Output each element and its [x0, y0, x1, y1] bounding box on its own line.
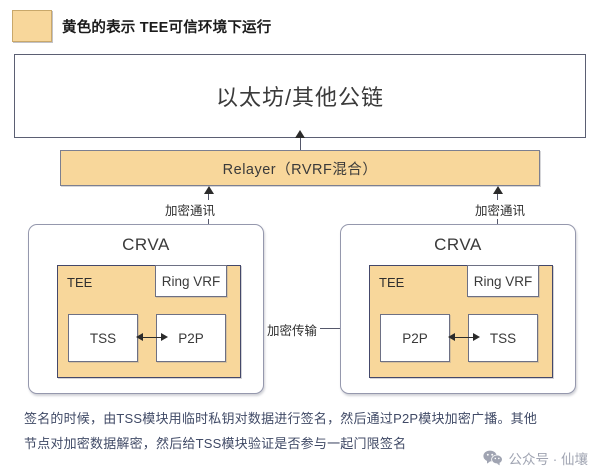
tee-label-right: TEE — [379, 275, 405, 290]
watermark: 公众号 · 仙壤 — [482, 448, 589, 468]
watermark-text: 公众号 · 仙壤 — [508, 452, 589, 467]
public-chain-label: 以太坊/其他公链 — [215, 85, 385, 110]
relayer-label: Relayer（RVRF混合） — [222, 161, 378, 178]
p2p-box-left: P2P — [156, 314, 226, 362]
connector-left-ringvrf-to-relayer-arrow — [203, 186, 214, 194]
relayer-box: Relayer（RVRF混合） — [60, 150, 540, 186]
tee-box-right: TEE Ring VRF P2P TSS — [369, 265, 553, 378]
caption-line-1: 签名的时候，由TSS模块用临时私钥对数据进行签名，然后通过P2P模块加密广播。其… — [24, 411, 538, 426]
connector-tss-p2p-arrow-left-right — [448, 333, 455, 341]
public-chain-box: 以太坊/其他公链 — [14, 54, 586, 138]
ring-vrf-box-right: Ring VRF — [467, 265, 539, 297]
connector-left-encrypted-comm-label: 加密通讯 — [162, 200, 219, 219]
crva-title-left: CRVA — [122, 235, 170, 254]
tee-box-left: TEE Ring VRF TSS P2P — [57, 265, 241, 378]
connector-tss-p2p-arrow-left-left — [136, 333, 143, 341]
crva-title-right: CRVA — [434, 235, 482, 254]
connector-relayer-to-chain-line — [300, 138, 301, 150]
crva-node-left: CRVA TEE Ring VRF TSS P2P — [28, 224, 264, 394]
connector-tss-p2p-arrow-right-right — [473, 333, 480, 341]
p2p-box-right: P2P — [380, 314, 450, 362]
wechat-icon — [482, 450, 503, 466]
legend-color-swatch — [12, 10, 52, 42]
caption-line-2: 节点对加密数据解密，然后给TSS模块验证是否参与一起门限签名 — [24, 436, 407, 451]
connector-tss-p2p-line-right — [452, 337, 478, 338]
legend: 黄色的表示 TEE可信环境下运行 — [12, 10, 271, 42]
connector-right-ringvrf-to-relayer-arrow — [492, 186, 503, 194]
caption: 签名的时候，由TSS模块用临时私钥对数据进行签名，然后通过P2P模块加密广播。其… — [24, 406, 580, 456]
tss-box-left: TSS — [68, 314, 138, 362]
connector-encrypted-transmission-label: 加密传输 — [264, 320, 321, 339]
connector-tss-p2p-arrow-right-left — [161, 333, 168, 341]
connector-right-encrypted-comm-label: 加密通讯 — [472, 200, 529, 219]
crva-node-right: CRVA TEE Ring VRF P2P TSS — [340, 224, 576, 394]
ring-vrf-box-left: Ring VRF — [155, 265, 227, 297]
connector-tss-p2p-line-left — [140, 337, 166, 338]
connector-relayer-to-chain-arrow — [295, 130, 305, 138]
legend-label: 黄色的表示 TEE可信环境下运行 — [62, 19, 272, 36]
tee-label-left: TEE — [67, 275, 93, 290]
